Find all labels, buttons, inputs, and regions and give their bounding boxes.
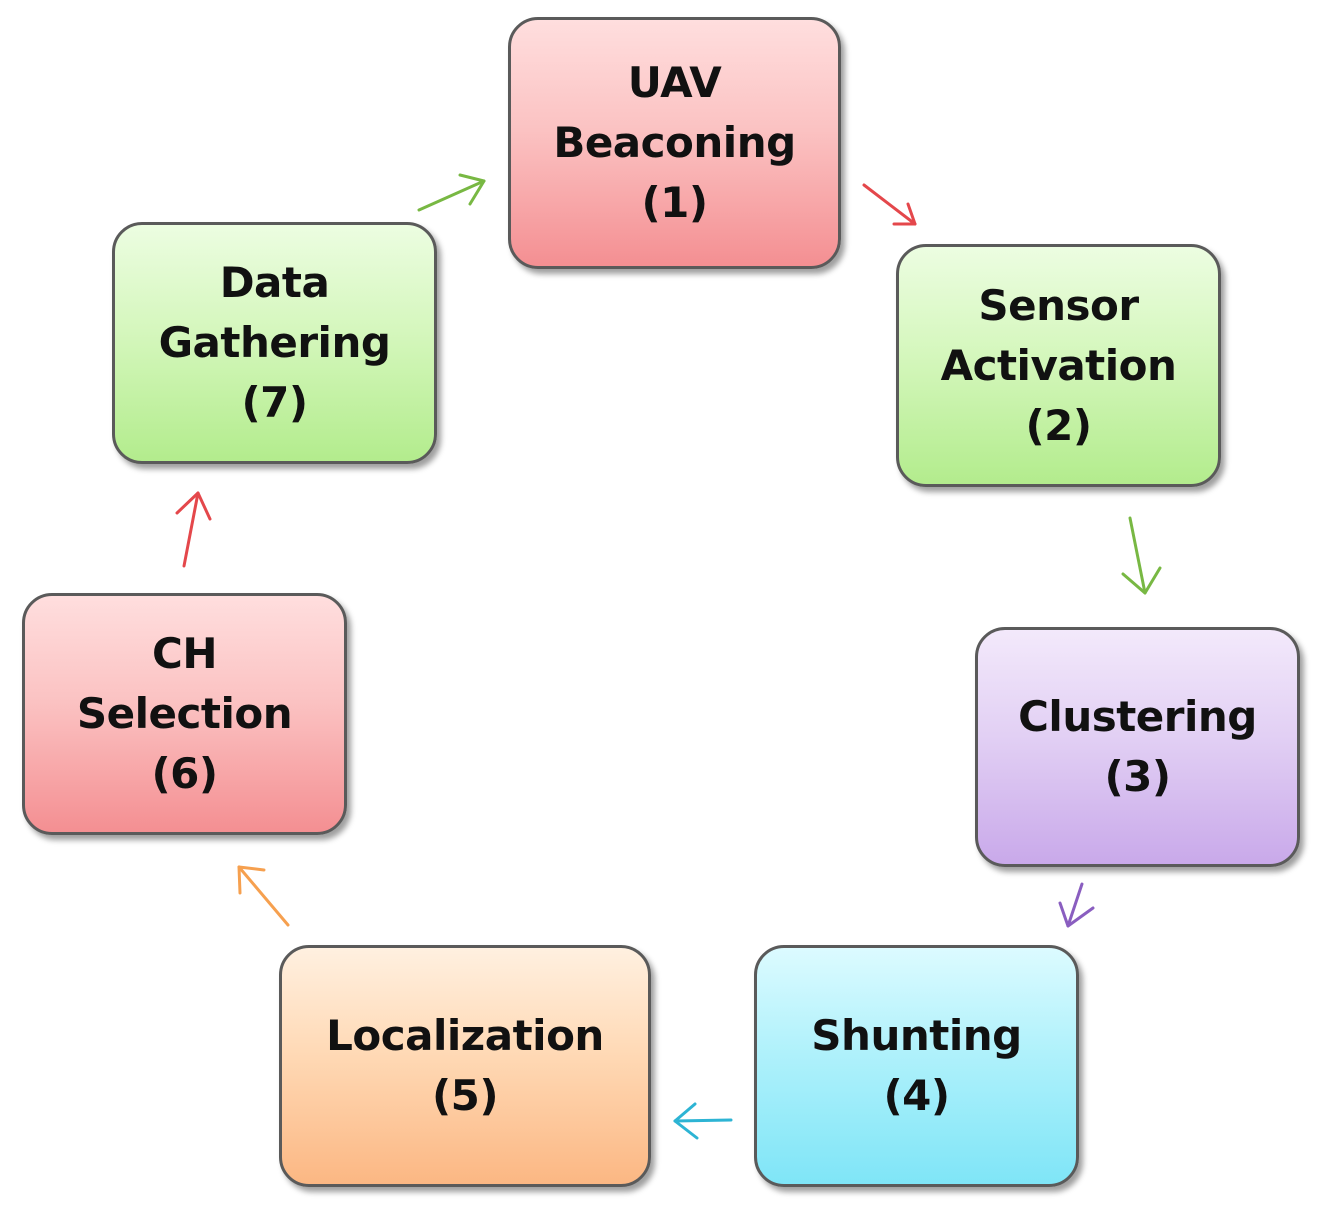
- step-label-line: Clustering: [1018, 692, 1257, 741]
- step-number: (6): [151, 749, 218, 798]
- arrow-5-to-6: [237, 865, 290, 927]
- arrow-6-to-7: [175, 491, 212, 568]
- arrow-7-to-1: [417, 173, 486, 212]
- step-uav-beaconing: UAV Beaconing (1): [508, 17, 841, 269]
- step-label-line: Shunting: [811, 1011, 1022, 1060]
- arrow-2-to-3: [1121, 516, 1162, 595]
- step-number: (7): [241, 378, 308, 427]
- step-number: (3): [1104, 752, 1171, 801]
- step-ch-selection: CH Selection (6): [22, 593, 347, 835]
- step-localization: Localization (5): [279, 945, 651, 1187]
- step-label-line: Activation: [940, 340, 1177, 390]
- step-label-line: CH: [152, 629, 217, 678]
- step-data-gathering: Data Gathering (7): [112, 222, 437, 464]
- arrow-4-to-5: [673, 1102, 733, 1140]
- step-number: (5): [431, 1071, 499, 1120]
- step-label-line: Gathering: [158, 318, 391, 367]
- step-number: (1): [641, 178, 708, 227]
- step-label-line: Data: [219, 258, 330, 307]
- step-label-line: Sensor: [978, 280, 1139, 330]
- arrow-3-to-4: [1058, 882, 1095, 928]
- step-number: (4): [883, 1071, 950, 1120]
- step-label-line: Localization: [326, 1011, 604, 1060]
- step-clustering: Clustering (3): [975, 627, 1300, 867]
- step-label-line: Selection: [76, 689, 293, 738]
- step-number: (2): [1025, 400, 1092, 450]
- arrow-1-to-2: [862, 183, 917, 226]
- step-label-line: UAV: [627, 58, 722, 107]
- step-label-line: Beaconing: [553, 118, 796, 167]
- step-shunting: Shunting (4): [754, 945, 1079, 1187]
- step-sensor-activation: Sensor Activation (2): [896, 244, 1221, 487]
